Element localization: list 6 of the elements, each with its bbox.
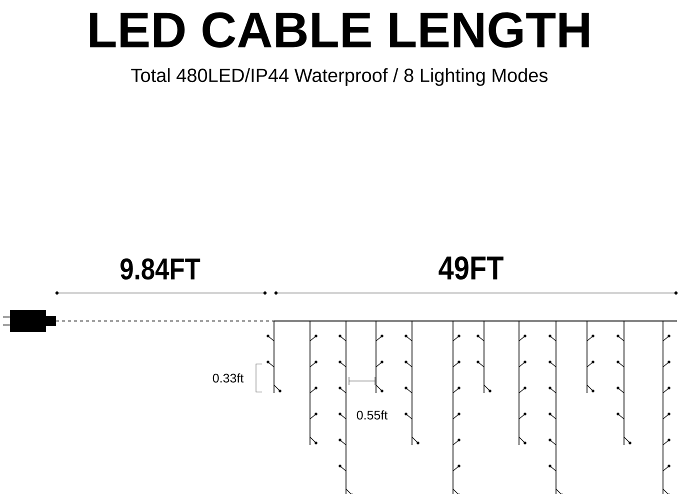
title: LED CABLE LENGTH: [90, 12, 589, 48]
dimension-label: 0.33ft: [212, 373, 244, 383]
dimension-label: 49FT: [438, 256, 504, 280]
dimension-label: 0.55ft: [356, 410, 388, 420]
subtitle: Total 480LED/IP44 Waterproof / 8 Lighting Modes: [131, 68, 548, 86]
dimension-label: 9.84FT: [120, 258, 200, 280]
